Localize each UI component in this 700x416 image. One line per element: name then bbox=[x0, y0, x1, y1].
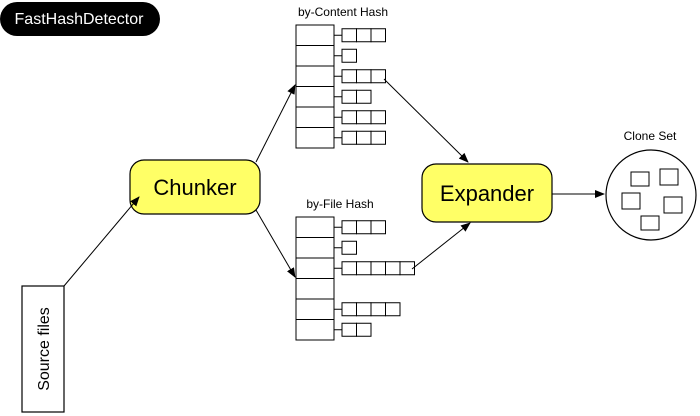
content-hash-bucket bbox=[295, 45, 335, 67]
chunker-node: Chunker bbox=[129, 159, 261, 215]
file-hash-table bbox=[295, 216, 415, 341]
file-hash-bucket bbox=[295, 298, 335, 320]
file-hash-chain-entry bbox=[399, 261, 415, 276]
arrow-file-hash-to-expander bbox=[411, 222, 471, 270]
arrow-content-hash-to-expander bbox=[383, 78, 469, 163]
content-hash-title: by-Content Hash bbox=[298, 5, 388, 19]
content-hash-chain-entry bbox=[370, 69, 386, 84]
content-hash-chain-entry bbox=[370, 28, 386, 43]
chunker-label: Chunker bbox=[153, 175, 236, 200]
content-hash-chain-entry bbox=[356, 69, 372, 84]
file-hash-bucket bbox=[295, 237, 335, 259]
title-badge: FastHashDetector bbox=[0, 2, 160, 36]
clone-set-node: Clone Set bbox=[605, 129, 697, 241]
file-hash-chain-entry bbox=[341, 322, 357, 337]
edges bbox=[63, 78, 605, 287]
clone-set-title: Clone Set bbox=[624, 129, 677, 143]
source-files-label: Source files bbox=[36, 307, 53, 391]
content-hash-bucket bbox=[295, 24, 335, 46]
clone-item bbox=[663, 196, 683, 214]
content-hash-chain-entry bbox=[341, 110, 357, 125]
clone-item bbox=[630, 171, 650, 187]
content-hash-bucket bbox=[295, 127, 335, 149]
title-badge-label: FastHashDetector bbox=[15, 11, 145, 28]
file-hash-chain-entry bbox=[341, 240, 357, 255]
content-hash-chain-entry bbox=[370, 130, 386, 145]
file-hash-chain-entry bbox=[356, 261, 372, 276]
content-hash-bucket bbox=[295, 65, 335, 87]
file-hash-chain-entry bbox=[370, 302, 386, 317]
content-hash-chain-entry bbox=[341, 89, 357, 104]
expander-node: Expander bbox=[421, 163, 553, 223]
file-hash-bucket bbox=[295, 319, 335, 341]
file-hash-chain-entry bbox=[385, 261, 401, 276]
expander-label: Expander bbox=[440, 181, 534, 206]
clone-item bbox=[640, 215, 660, 231]
content-hash-bucket bbox=[295, 86, 335, 108]
file-hash-bucket bbox=[295, 278, 335, 300]
arrow-source-to-chunker bbox=[63, 196, 140, 287]
arrow-chunker-to-file-hash bbox=[255, 209, 296, 278]
file-hash-chain-entry bbox=[341, 302, 357, 317]
file-hash-bucket bbox=[295, 216, 335, 238]
file-hash-chain-entry bbox=[341, 220, 357, 235]
source-files-node: Source files bbox=[21, 285, 65, 413]
content-hash-chain-entry bbox=[356, 130, 372, 145]
content-hash-chain-entry bbox=[356, 28, 372, 43]
file-hash-title: by-File Hash bbox=[306, 197, 373, 211]
clone-item bbox=[621, 192, 641, 210]
file-hash-bucket bbox=[295, 257, 335, 279]
content-hash-table bbox=[295, 24, 386, 149]
file-hash-chain-entry bbox=[341, 261, 357, 276]
content-hash-bucket bbox=[295, 106, 335, 128]
content-hash-chain-entry bbox=[356, 89, 372, 104]
file-hash-chain-entry bbox=[356, 302, 372, 317]
file-hash-chain-entry bbox=[370, 261, 386, 276]
file-hash-chain-entry bbox=[385, 302, 401, 317]
clone-item bbox=[659, 168, 679, 186]
file-hash-chain-entry bbox=[356, 220, 372, 235]
file-hash-chain-entry bbox=[356, 322, 372, 337]
content-hash-chain-entry bbox=[341, 48, 357, 63]
content-hash-chain-entry bbox=[341, 69, 357, 84]
arrow-chunker-to-content-hash bbox=[255, 84, 296, 163]
content-hash-chain-entry bbox=[356, 110, 372, 125]
content-hash-chain-entry bbox=[341, 28, 357, 43]
content-hash-chain-entry bbox=[370, 110, 386, 125]
file-hash-chain-entry bbox=[370, 220, 386, 235]
content-hash-chain-entry bbox=[341, 130, 357, 145]
